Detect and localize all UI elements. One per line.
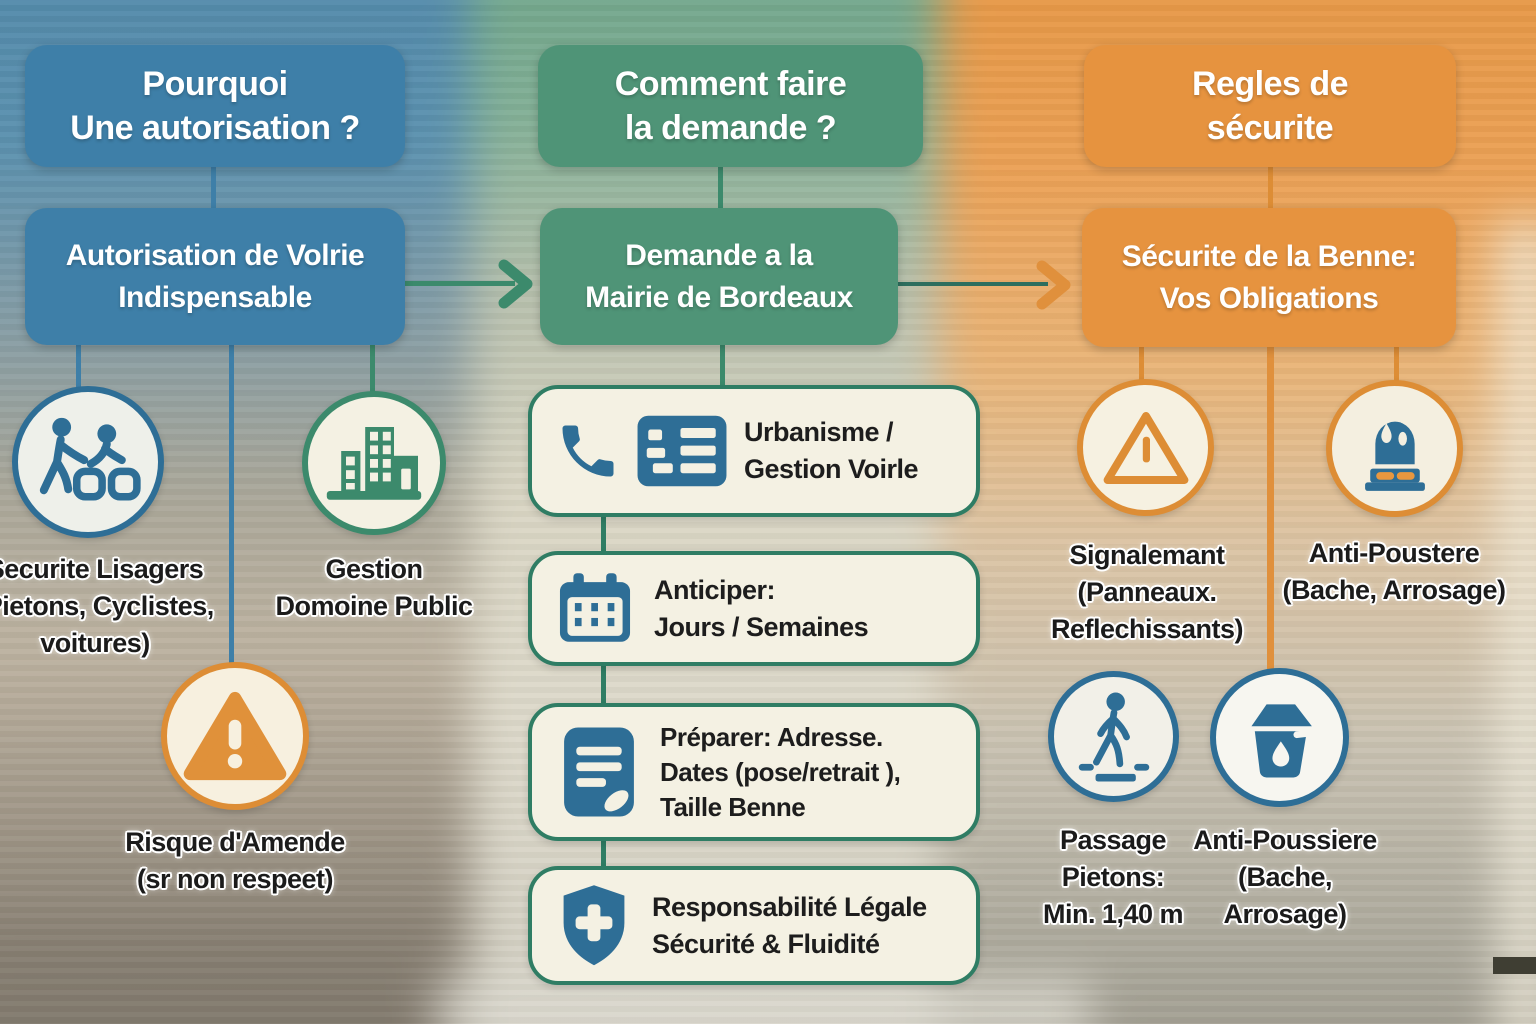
connector-card3-card4	[601, 839, 606, 868]
label-passage-pietons: Passage Pietons: Min. 1,40 m	[1042, 825, 1184, 929]
label-gestion-domaine: Gestion Domoine Public	[275, 554, 473, 621]
box-autorisation: Autorisation de Volrie Indispensable	[25, 208, 405, 345]
card-urbanisme: Urbanisme / Gestion Voirle	[528, 385, 980, 517]
arrow-line-middle-right	[898, 282, 1048, 286]
background-artifact	[1493, 957, 1536, 974]
warning-triangle-outline-icon	[1103, 411, 1188, 484]
shield-cross-icon	[563, 884, 625, 965]
circle-signalement	[1077, 379, 1214, 516]
label-anti-poussiere: Anti-Poussiere (Bache, Arrosage)	[1193, 825, 1377, 929]
box-comment: Comment faire la demande ?	[538, 45, 923, 167]
document-icon	[564, 727, 634, 817]
circle-users	[12, 386, 164, 538]
box-demande: Demande a la Mairie de Bordeaux	[540, 208, 898, 345]
circle-anti-poussiere	[1210, 668, 1349, 807]
box-securite: Sécurite de la Benne: Vos Obligations	[1082, 208, 1456, 347]
connector-users	[76, 345, 81, 387]
calendar-icon	[559, 572, 631, 642]
label-anti-poustere: Anti-Poustere (Bache, Arrosage)	[1282, 538, 1506, 605]
contact-card-icon	[637, 415, 727, 487]
connector-card2-card3	[601, 664, 606, 705]
connector-gestion	[370, 345, 375, 392]
phone-icon	[562, 425, 614, 477]
connector-left-header	[211, 167, 216, 208]
label-securite-usagers: Securite Lisagers (Pietons, Cyclistes, v…	[0, 554, 214, 658]
pedestrian-cyclist-icon	[39, 417, 141, 501]
card-anticiper: Anticiper: Jours / Semaines	[528, 551, 980, 666]
connector-demande-card1	[720, 345, 725, 387]
card-urbanisme-text: Urbanisme / Gestion Voirle	[744, 417, 919, 484]
beacon-light-icon	[1364, 421, 1425, 491]
box-regles: Regles de sécurite	[1084, 45, 1456, 167]
arrow-right-icon	[498, 259, 533, 309]
circle-anti-poustere	[1326, 380, 1463, 517]
pedestrian-icon	[1078, 692, 1149, 781]
arrow-line-left-middle	[405, 281, 515, 286]
building-icon	[326, 427, 422, 500]
circle-amende	[161, 662, 309, 810]
card-responsabilite-text: Responsabilité Légale Sécurité & Fluidit…	[652, 891, 927, 959]
warning-triangle-icon	[183, 691, 287, 781]
card-preparer-text: Préparer: Adresse. Dates (pose/retrait )…	[660, 721, 901, 822]
connector-signal	[1139, 347, 1144, 381]
card-anticiper-text: Anticiper: Jours / Semaines	[654, 574, 869, 642]
connector-right-header	[1268, 167, 1273, 208]
circle-passage-pietons	[1048, 671, 1179, 802]
arrow-right-icon	[1036, 260, 1071, 310]
dumpster-icon	[1250, 703, 1315, 777]
connector-middle-header	[718, 167, 723, 208]
connector-card1-card2	[601, 515, 606, 553]
connector-bin	[1267, 347, 1274, 669]
connector-amende	[229, 345, 234, 665]
label-risque-amende: Risque d'Amende (sr non respeet)	[125, 827, 345, 894]
card-responsabilite: Responsabilité Légale Sécurité & Fluidit…	[528, 866, 980, 985]
label-signalement: Signalemant (Panneaux. Reflechissants)	[1050, 540, 1244, 644]
box-pourquoi: Pourquoi Une autorisation ?	[25, 45, 405, 167]
card-preparer: Préparer: Adresse. Dates (pose/retrait )…	[528, 703, 980, 841]
connector-beacon	[1394, 347, 1399, 383]
circle-gestion	[302, 391, 446, 535]
